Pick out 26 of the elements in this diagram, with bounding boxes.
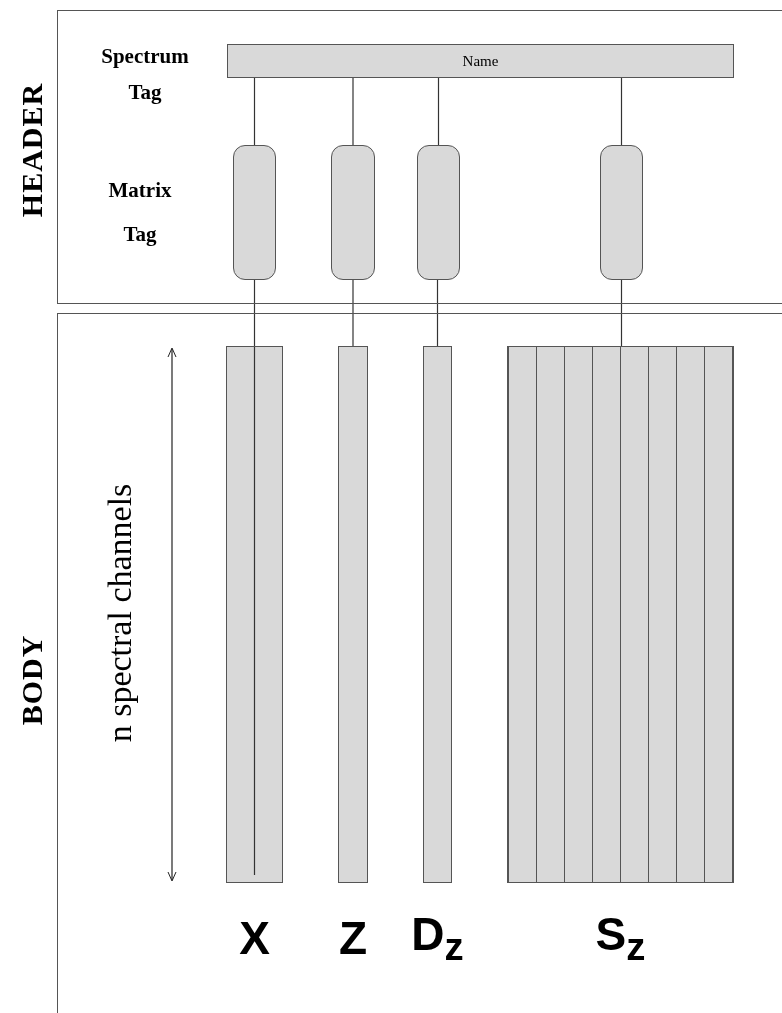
data-column — [226, 346, 283, 883]
matrix-tag-box — [331, 145, 375, 280]
row-label: Spectrum Tag — [100, 43, 190, 106]
matrix-tag-box — [233, 145, 276, 280]
column-label: X — [239, 911, 270, 965]
connector-line — [352, 279, 354, 347]
connector-line — [253, 77, 256, 146]
data-column — [423, 346, 452, 883]
name-bar: Name — [227, 44, 734, 78]
column-label: S$_{z}$ — [595, 906, 646, 970]
column-label: Z — [338, 911, 368, 965]
data-column — [507, 346, 734, 883]
connector-line — [620, 77, 623, 146]
data-column — [338, 346, 368, 883]
matrix-tag-box — [417, 145, 460, 280]
connector-line — [436, 279, 439, 347]
matrix-tag-box — [600, 145, 643, 280]
connector-line — [352, 77, 354, 146]
section-heading: BODY — [15, 634, 49, 726]
axis-label: n spectral channels — [101, 483, 139, 743]
connector-line — [437, 77, 440, 146]
connector-line — [620, 279, 623, 347]
section-heading: HEADER — [15, 82, 49, 218]
row-label: Matrix Tag — [107, 177, 173, 248]
column-label: D$_{z}$ — [411, 906, 464, 970]
connector-line — [253, 279, 256, 347]
